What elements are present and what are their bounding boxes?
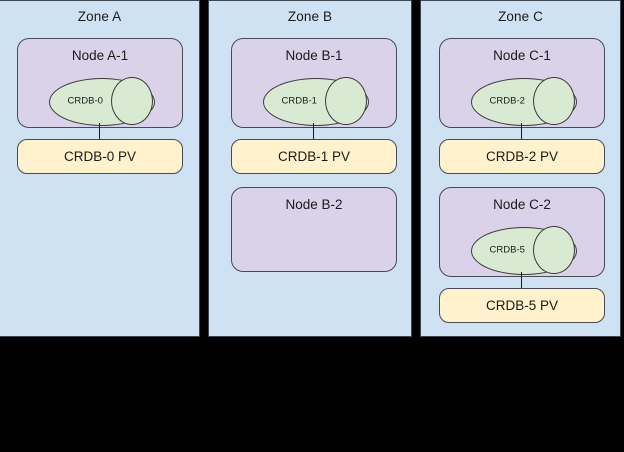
node-c-2-box[interactable]: Node C-2 CRDB-5: [439, 187, 605, 277]
connector-node-a-1-to-crdb-0-pv: [99, 123, 100, 140]
node-c-1-title: Node C-1: [493, 48, 551, 63]
zone-a-title: Zone A: [77, 9, 122, 24]
volume-label-crdb-0-pv: CRDB-0 PV: [63, 149, 136, 164]
volume-label-crdb-1-pv: CRDB-1 PV: [277, 149, 350, 164]
database-cylinder-crdb-0[interactable]: CRDB-0: [49, 77, 155, 126]
connector-node-c-1-to-crdb-2-pv: [521, 123, 522, 140]
database-cylinder-crdb-2[interactable]: CRDB-2: [471, 77, 577, 126]
database-label-crdb-2: CRDB-2: [489, 95, 525, 107]
volume-crdb-5-pv[interactable]: CRDB-5 PV: [439, 288, 605, 323]
cylinder-cap: [533, 226, 575, 274]
database-label-crdb-5: CRDB-5: [489, 244, 525, 256]
volume-label-crdb-5-pv: CRDB-5 PV: [485, 298, 558, 313]
database-label-crdb-0: CRDB-0: [67, 95, 103, 107]
zone-b-title: Zone B: [287, 9, 333, 24]
database-cylinder-crdb-5[interactable]: CRDB-5: [471, 226, 577, 275]
volume-crdb-0-pv[interactable]: CRDB-0 PV: [17, 139, 183, 174]
zone-c-container[interactable]: Zone C Node C-1 CRDB-2 CRDB-2 PV Node C-…: [420, 0, 621, 337]
zone-a-container[interactable]: Zone A Node A-1 CRDB-0 CRDB-0 PV: [0, 0, 200, 337]
node-b-1-title: Node B-1: [285, 48, 343, 63]
volume-crdb-1-pv[interactable]: CRDB-1 PV: [231, 139, 397, 174]
node-a-1-title: Node A-1: [71, 48, 129, 63]
cylinder-cap: [325, 77, 367, 125]
cylinder-cap: [111, 77, 153, 125]
volume-crdb-2-pv[interactable]: CRDB-2 PV: [439, 139, 605, 174]
node-c-1-box[interactable]: Node C-1 CRDB-2: [439, 38, 605, 128]
node-c-2-title: Node C-2: [493, 197, 551, 212]
database-cylinder-crdb-1[interactable]: CRDB-1: [263, 77, 369, 126]
node-a-1-box[interactable]: Node A-1 CRDB-0: [17, 38, 183, 128]
database-label-crdb-1: CRDB-1: [281, 95, 317, 107]
node-b-1-box[interactable]: Node B-1 CRDB-1: [231, 38, 397, 128]
zone-c-title: Zone C: [498, 9, 543, 24]
connector-node-b-1-to-crdb-1-pv: [313, 123, 314, 140]
volume-label-crdb-2-pv: CRDB-2 PV: [485, 149, 558, 164]
zone-b-container[interactable]: Zone B Node B-1 CRDB-1 CRDB-1 PV Node B-…: [208, 0, 412, 337]
node-b-2-box[interactable]: Node B-2: [231, 187, 397, 272]
node-b-2-title: Node B-2: [285, 197, 343, 212]
cylinder-cap: [533, 77, 575, 125]
connector-node-c-2-to-crdb-5-pv: [521, 272, 522, 289]
